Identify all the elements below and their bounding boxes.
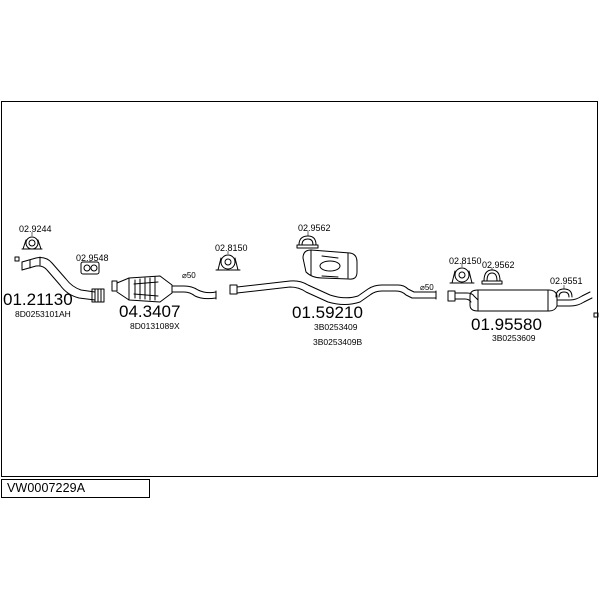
- front-pipe-part: [14, 256, 105, 303]
- diagram-frame: [1, 101, 598, 477]
- oem-reference: 3B0253609: [492, 333, 536, 343]
- oem-reference: 8D0131089X: [130, 321, 180, 331]
- clamp-icon: [21, 236, 43, 250]
- clamp-icon: [215, 254, 241, 271]
- pipe-diameter-label: ⌀50: [182, 271, 196, 280]
- kit-code: VW0007229A: [7, 481, 86, 495]
- part-number: 01.59210: [292, 303, 363, 322]
- centre-pipe-muffler-part: [229, 249, 437, 305]
- part-number: 01.95580: [471, 315, 542, 334]
- oem-reference: 8D0253101AH: [15, 309, 71, 319]
- rear-muffler-part: [447, 289, 599, 318]
- hanger-icon: [296, 235, 319, 249]
- hanger-icon: [481, 269, 503, 285]
- accessory-label: 02.8150: [449, 256, 482, 266]
- accessory-label: 02.9244: [19, 224, 52, 234]
- catalytic-converter-part: [111, 275, 217, 303]
- part-number: 04.3407: [119, 302, 180, 321]
- accessory-label: 02.8150: [215, 243, 248, 253]
- pipe-diameter-label: ⌀50: [420, 283, 434, 292]
- oem-reference: 3B0253409B: [313, 337, 362, 347]
- accessory-label: 02.9551: [550, 276, 583, 286]
- oem-reference: 3B0253409: [314, 322, 358, 332]
- clamp-icon: [449, 267, 475, 284]
- kit-code-box: VW0007229A: [1, 479, 150, 498]
- accessory-label: 02.9562: [482, 260, 515, 270]
- hanger-icon: [555, 288, 573, 298]
- accessory-label: 02.9548: [76, 253, 109, 263]
- part-number: 01.21130: [3, 290, 73, 309]
- accessory-label: 02.9562: [298, 223, 331, 233]
- gasket-icon: [80, 261, 100, 275]
